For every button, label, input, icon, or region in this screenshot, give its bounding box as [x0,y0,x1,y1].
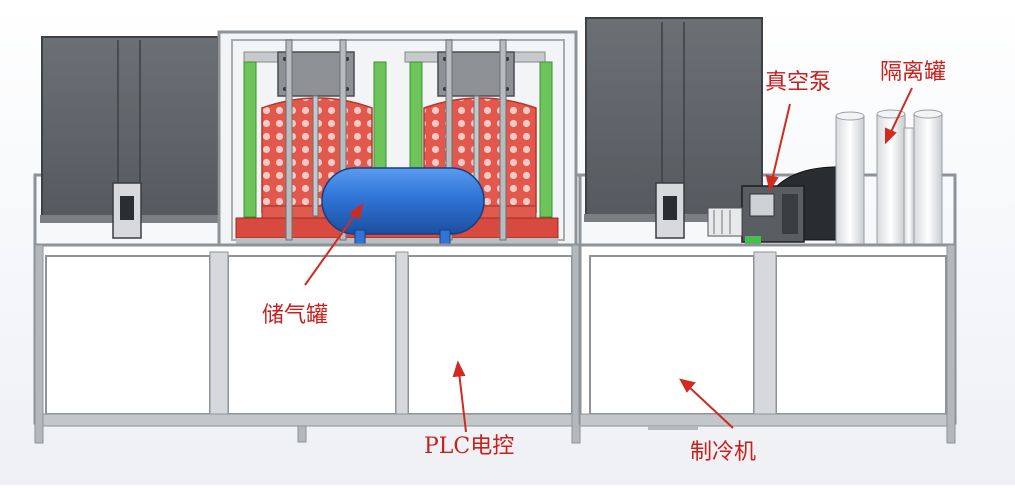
callout-arrows [304,87,913,433]
panel-2 [227,255,397,415]
arrow-vacuum-pump [765,103,791,192]
label-plc-control: PLC电控 [424,434,515,459]
panel-5 [775,255,947,415]
left-machine [33,30,582,444]
right-machine [578,17,957,444]
arrow-isolation-tank [885,87,913,145]
label-gas-tank: 储气罐 [262,303,329,328]
label-refrigerator: 制冷机 [690,440,757,465]
arrow-refrigerator [679,378,734,429]
label-isolation-tank: 隔离罐 [880,60,947,85]
label-vacuum-pump: 真空泵 [765,70,832,95]
arrow-plc-control [452,360,467,433]
panel-1 [45,255,211,415]
panel-4 [589,255,755,415]
panel-3 [407,255,573,415]
gas-tank [321,167,485,245]
arrow-gas-tank [304,202,364,286]
